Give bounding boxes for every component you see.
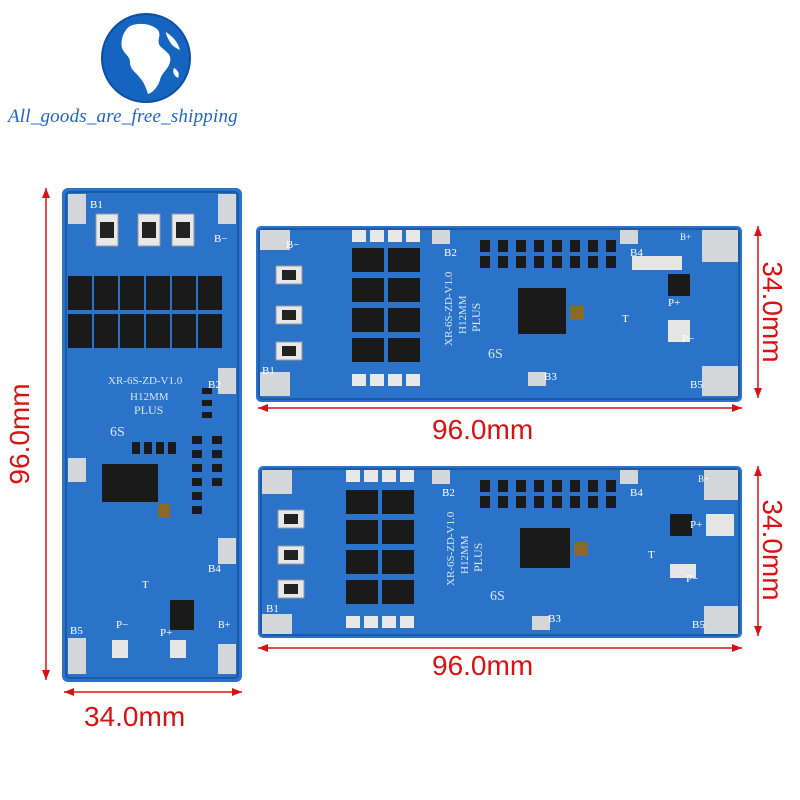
svg-text:B4: B4 [630, 247, 643, 259]
svg-text:B1: B1 [90, 199, 103, 211]
svg-text:H12MM: H12MM [130, 391, 169, 403]
silk-model: XR-6S-ZD-V1.0 [108, 375, 183, 387]
svg-text:PLUS: PLUS [471, 543, 485, 572]
vertical-board-width-label: 34.0mm [84, 701, 186, 732]
svg-text:P+: P+ [690, 519, 702, 531]
svg-text:B2: B2 [208, 379, 221, 391]
svg-text:XR-6S-ZD-V1.0: XR-6S-ZD-V1.0 [443, 271, 455, 346]
svg-text:B+: B+ [680, 232, 691, 242]
svg-text:B−: B− [286, 239, 300, 251]
svg-text:B+: B+ [218, 620, 231, 631]
bottom-board-height-label: 34.0mm [757, 499, 788, 601]
svg-text:6S: 6S [110, 425, 125, 440]
svg-text:H12MM: H12MM [459, 535, 471, 574]
svg-text:T: T [142, 579, 149, 591]
svg-text:H12MM: H12MM [457, 295, 469, 334]
top-pcb-board: XR-6S-ZD-V1.0 H12MM PLUS 6S B− B1 B2 B3 … [256, 226, 742, 402]
svg-text:B5: B5 [70, 625, 83, 637]
svg-text:B5: B5 [690, 379, 703, 391]
svg-text:P+: P+ [668, 297, 680, 309]
svg-text:B5: B5 [692, 619, 705, 631]
svg-text:P−: P− [682, 333, 694, 345]
svg-text:P−: P− [686, 573, 698, 585]
svg-text:P−: P− [116, 619, 128, 631]
vertical-pcb-board: XR-6S-ZD-V1.0 H12MM PLUS 6S B1 B− B2 B4 … [62, 188, 242, 682]
svg-text:B1: B1 [262, 365, 275, 377]
svg-text:T: T [648, 549, 655, 561]
svg-text:PLUS: PLUS [469, 303, 483, 332]
top-board-height-label: 34.0mm [757, 261, 788, 363]
svg-text:B2: B2 [444, 247, 457, 259]
svg-text:6S: 6S [490, 589, 505, 604]
bottom-board-width-label: 96.0mm [432, 650, 534, 681]
svg-text:B4: B4 [630, 487, 643, 499]
svg-text:6S: 6S [488, 347, 503, 362]
store-name: All_goods_are_free_shipping [8, 106, 238, 127]
svg-text:B3: B3 [548, 613, 561, 625]
vertical-board-height-label: 96.0mm [4, 383, 35, 485]
svg-text:B−: B− [214, 233, 228, 245]
svg-text:T: T [622, 313, 629, 325]
globe-icon [101, 13, 191, 103]
svg-text:PLUS: PLUS [134, 403, 163, 417]
top-board-width-label: 96.0mm [432, 414, 534, 445]
svg-text:B1: B1 [266, 603, 279, 615]
svg-text:B4: B4 [208, 563, 221, 575]
bottom-pcb-board: XR-6S-ZD-V1.0 H12MM PLUS 6S B1 B2 B3 B4 … [258, 466, 742, 638]
svg-text:B+: B+ [698, 474, 709, 484]
svg-text:P+: P+ [160, 627, 172, 639]
svg-text:XR-6S-ZD-V1.0: XR-6S-ZD-V1.0 [445, 511, 457, 586]
svg-text:B2: B2 [442, 487, 455, 499]
svg-text:B3: B3 [544, 371, 557, 383]
